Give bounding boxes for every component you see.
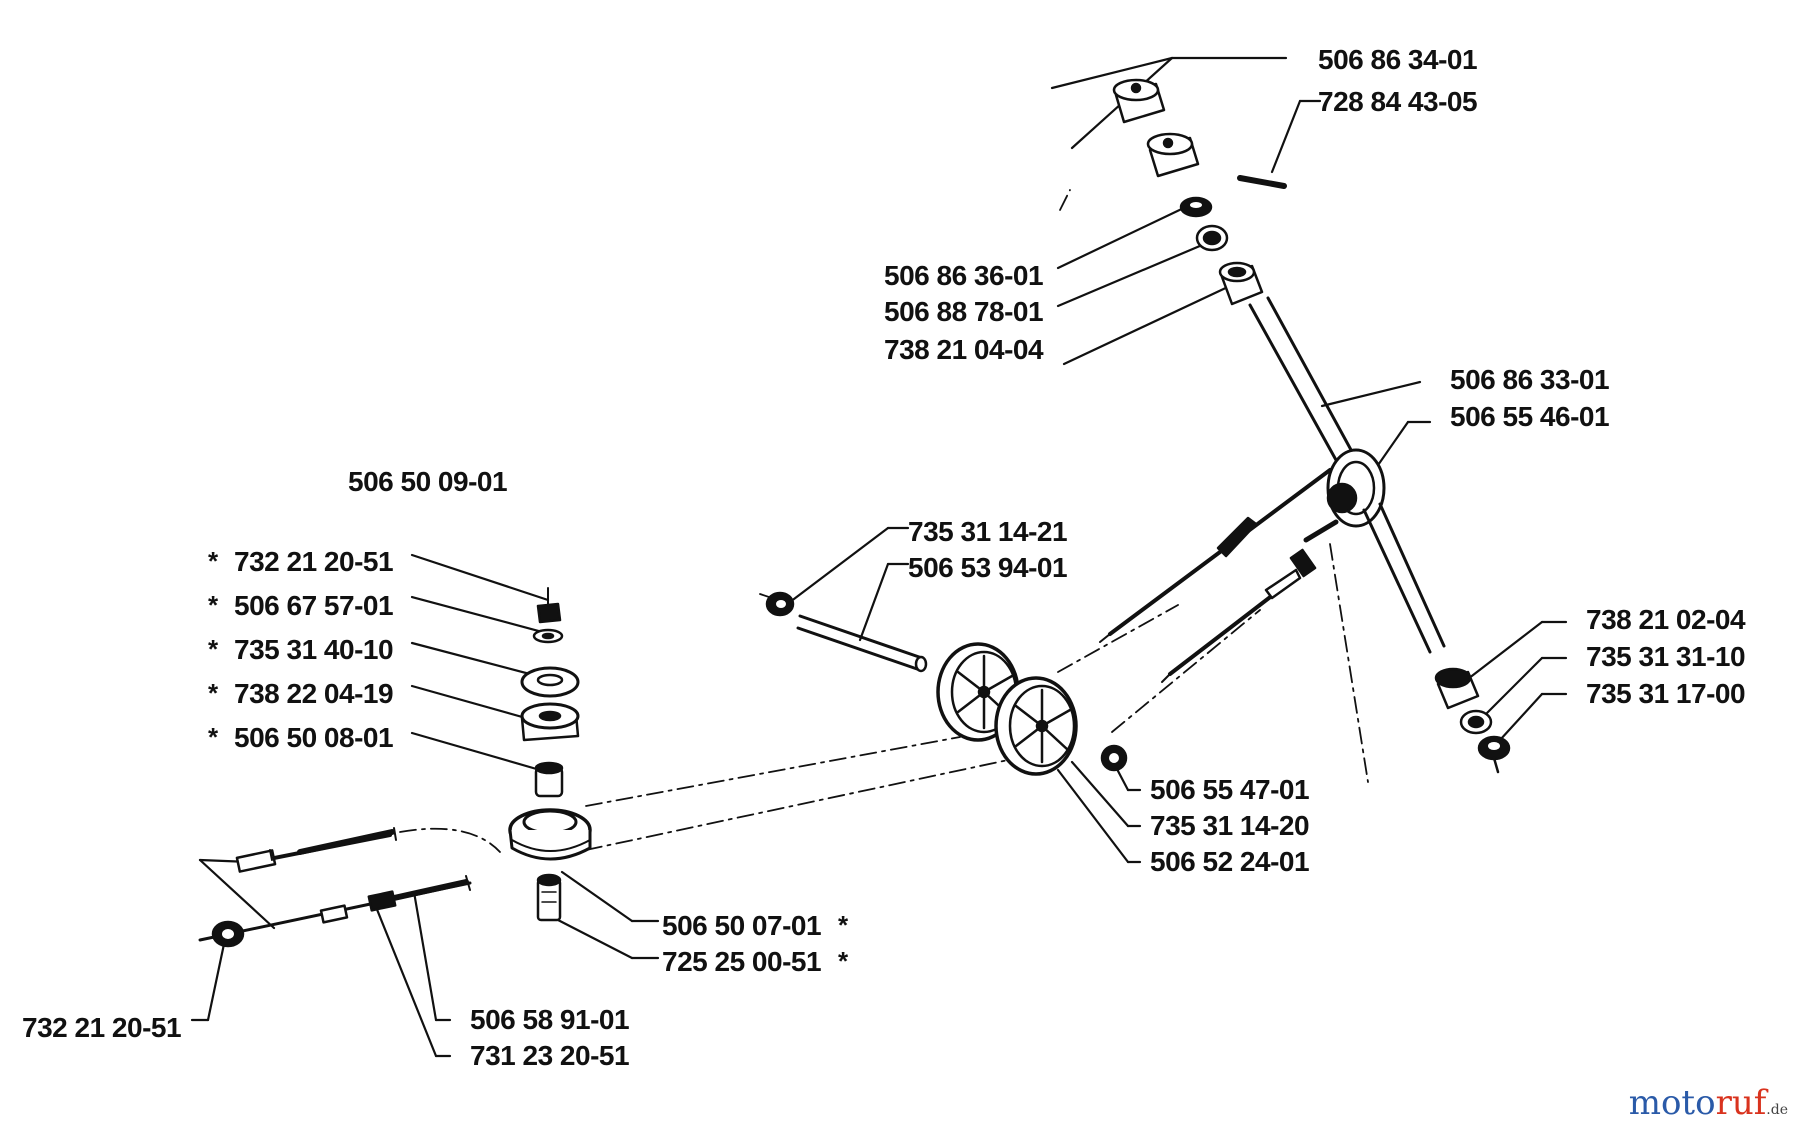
asterisk-marker: *: [208, 546, 219, 576]
part-label: 735 31 14-20: [1150, 810, 1310, 841]
assembly-lines: [400, 190, 1368, 852]
part-label: 738 21 02-04: [1586, 604, 1746, 635]
watermark-suffix: .de: [1766, 1102, 1788, 1118]
site-watermark: motoruf.de: [1629, 1086, 1788, 1120]
part-label: 506 88 78-01: [884, 296, 1044, 327]
part-label: 506 86 36-01: [884, 260, 1044, 291]
wheel-assembly: [767, 593, 1126, 774]
pivot-stack: [1114, 80, 1509, 772]
part-label: 506 50 08-01: [234, 722, 394, 753]
part-label: 732 21 20-51: [234, 546, 394, 577]
watermark-part-1: moto: [1628, 1083, 1716, 1123]
part-label: 506 53 94-01: [908, 552, 1068, 583]
part-label: 506 58 91-01: [470, 1004, 630, 1035]
part-label: 728 84 43-05: [1318, 86, 1478, 117]
asterisk-marker: *: [838, 946, 849, 976]
cable-assembly: [200, 828, 470, 946]
part-label: 735 31 40-10: [234, 634, 394, 665]
watermark-part-2: ruf: [1715, 1083, 1767, 1123]
part-label: 506 55 47-01: [1150, 774, 1310, 805]
part-label: 738 21 04-04: [884, 334, 1044, 365]
part-label: 735 31 31-10: [1586, 641, 1746, 672]
part-label: 506 86 34-01: [1318, 44, 1478, 75]
part-label: 735 31 14-21: [908, 516, 1068, 547]
asterisk-marker: *: [208, 634, 219, 664]
pulley-stack: [510, 588, 590, 920]
part-label: 725 25 00-51: [662, 946, 822, 977]
asterisk-marker: *: [838, 910, 849, 940]
part-label: 506 55 46-01: [1450, 401, 1610, 432]
part-label: 506 67 57-01: [234, 590, 394, 621]
part-label: 506 52 24-01: [1150, 846, 1310, 877]
part-label: 506 50 07-01: [662, 910, 822, 941]
asterisk-marker: *: [208, 678, 219, 708]
part-label: 735 31 17-00: [1586, 678, 1746, 709]
asterisk-marker: *: [208, 590, 219, 620]
part-label: 506 86 33-01: [1450, 364, 1610, 395]
control-rods: [1100, 470, 1336, 682]
assembly-label: 506 50 09-01: [348, 466, 508, 497]
part-label: 732 21 20-51: [22, 1012, 182, 1043]
part-label: 738 22 04-19: [234, 678, 394, 709]
asterisk-marker: *: [208, 722, 219, 752]
leader-lines: [192, 58, 1566, 1056]
part-label: 731 23 20-51: [470, 1040, 630, 1071]
